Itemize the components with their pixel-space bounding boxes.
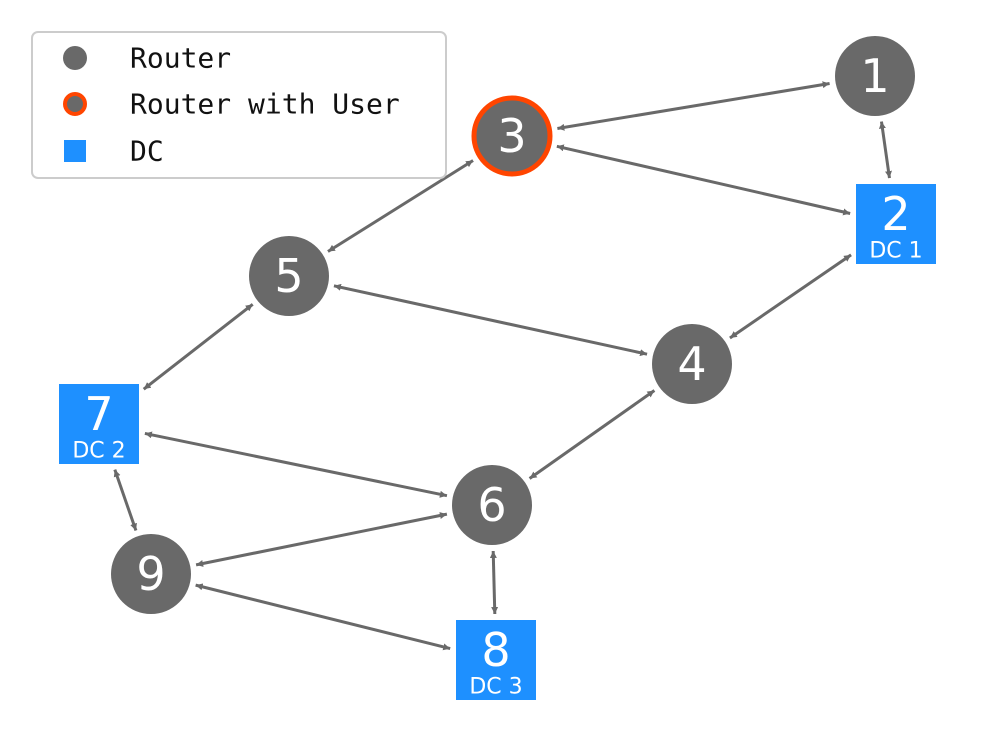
edge-3-5	[327, 159, 474, 253]
node-label: 8	[481, 623, 510, 677]
node-sublabel: DC 3	[469, 675, 522, 700]
edge-7-9	[113, 469, 138, 532]
edge-7-6	[144, 431, 448, 498]
legend-box	[31, 31, 447, 179]
node-label: 1	[860, 49, 889, 103]
node-label: 7	[84, 387, 113, 441]
edge-5-4	[333, 283, 648, 357]
edge-5-7	[142, 303, 254, 391]
edge-4-6	[528, 389, 656, 480]
node-4[interactable]: 4	[652, 324, 732, 404]
node-label: 2	[881, 187, 910, 241]
legend-item-router: Router	[63, 42, 231, 75]
node-sublabel: DC 1	[869, 239, 922, 264]
node-9[interactable]: 9	[111, 534, 191, 614]
router-circle-icon	[249, 236, 329, 316]
router-with-user-icon	[63, 92, 87, 116]
node-6[interactable]: 6	[452, 465, 532, 545]
dc-square-icon	[456, 620, 536, 700]
node-label: 3	[497, 109, 526, 163]
router-circle-icon	[835, 36, 915, 116]
edge-3-2	[556, 144, 851, 216]
node-label: 9	[136, 547, 165, 601]
node-5[interactable]: 5	[249, 236, 329, 316]
router-circle-icon	[652, 324, 732, 404]
edge-6-8	[489, 550, 499, 615]
node-1[interactable]: 1	[835, 36, 915, 116]
dc-square-icon	[64, 140, 86, 162]
router-circle-icon	[63, 46, 87, 70]
node-7[interactable]: 7DC 2	[59, 384, 139, 464]
legend-label: Router with User	[130, 88, 400, 121]
node-label: 5	[274, 249, 303, 303]
dc-square-icon	[59, 384, 139, 464]
legend-item-user: Router with User	[63, 88, 400, 121]
node-3[interactable]: 3	[471, 95, 553, 177]
router-with-user-icon	[471, 95, 553, 177]
legend-label: Router	[130, 42, 231, 75]
edge-9-6	[195, 512, 448, 567]
node-label: 4	[677, 337, 706, 391]
legend-item-dc: DC	[64, 135, 164, 168]
node-8[interactable]: 8DC 3	[456, 620, 536, 700]
edge-2-4	[729, 253, 852, 340]
node-sublabel: DC 2	[72, 439, 125, 464]
edge-9-8	[195, 583, 451, 651]
router-circle-icon	[111, 534, 191, 614]
dc-square-icon	[856, 184, 936, 264]
node-2[interactable]: 2DC 1	[856, 184, 936, 264]
edges	[113, 81, 892, 651]
edge-1-2	[878, 121, 892, 179]
edge-1-3	[557, 81, 830, 131]
legend-label: DC	[130, 135, 164, 168]
router-circle-icon	[452, 465, 532, 545]
node-label: 6	[477, 478, 506, 532]
